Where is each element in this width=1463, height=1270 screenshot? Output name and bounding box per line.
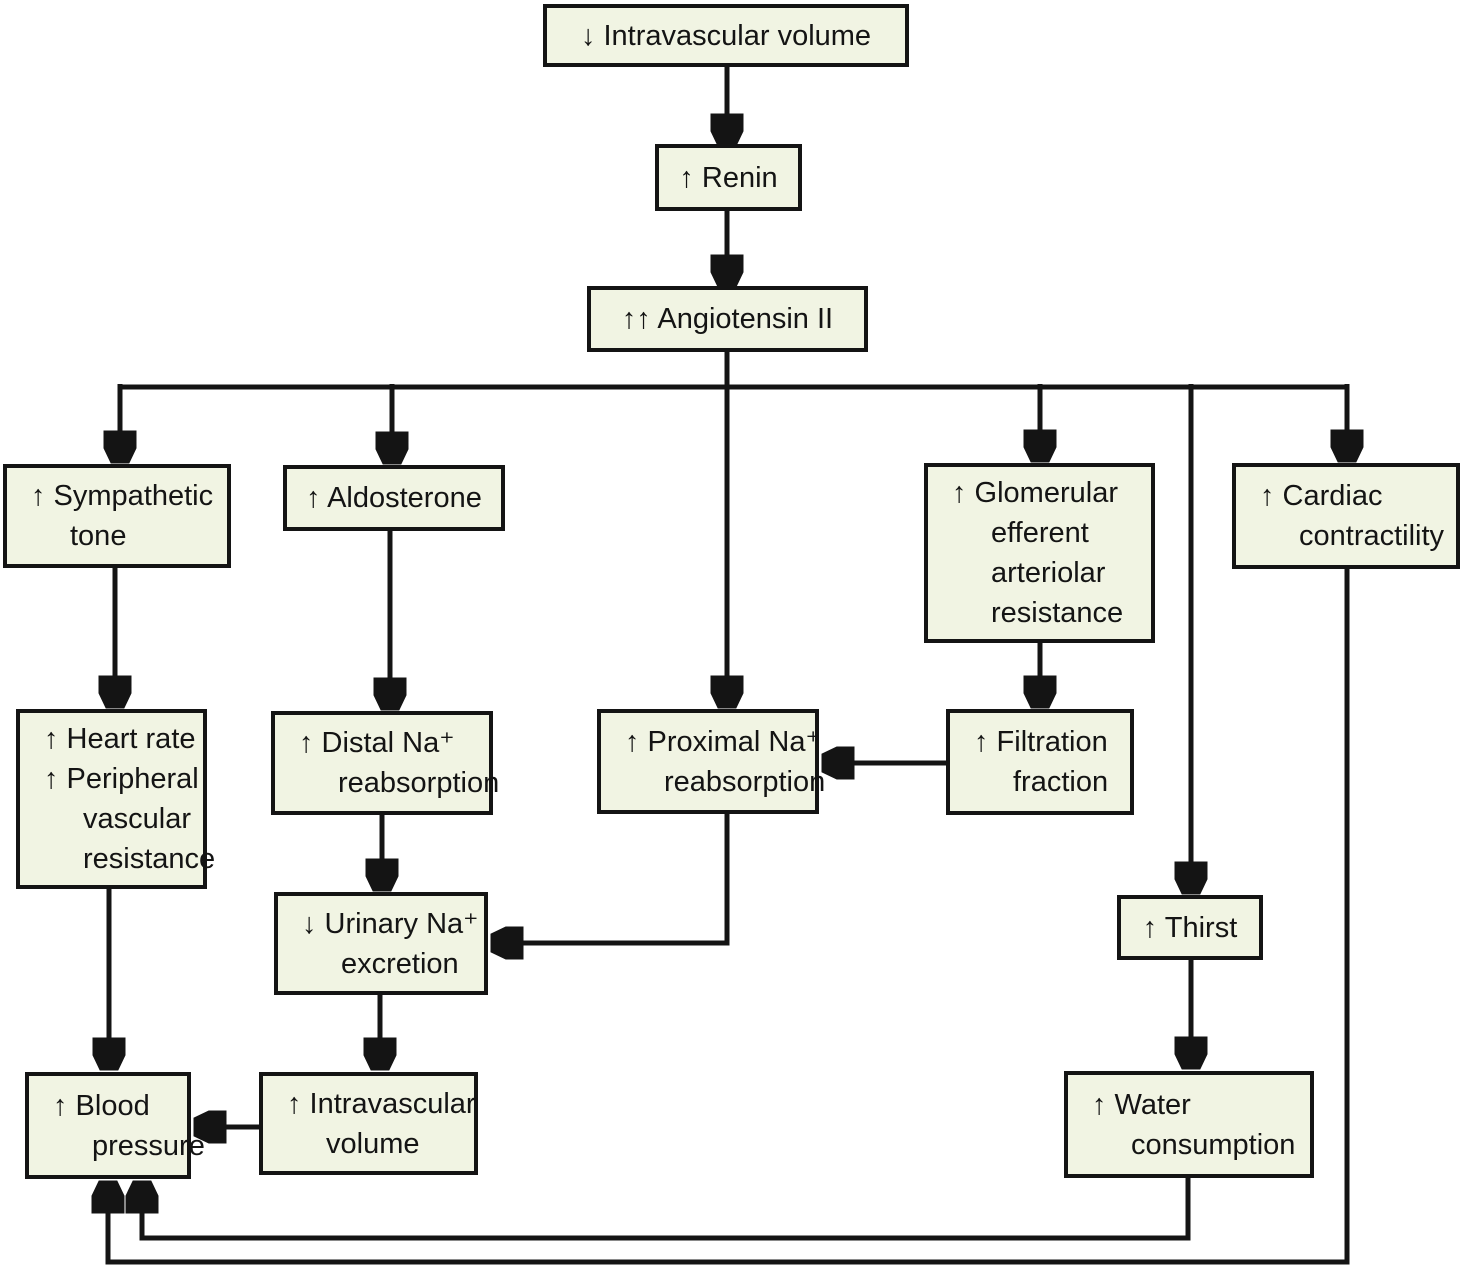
- box-label-line: consumption: [1131, 1128, 1296, 1161]
- box-increased-distal-na-reabsorption: ↑ Distal Na⁺ reabsorption: [271, 711, 500, 815]
- connector-water-to-bloodpressure-loop: [142, 1176, 1191, 1241]
- box-label-line: contractility: [1299, 520, 1445, 552]
- box-increased-aldosterone: ↑ Aldosterone: [283, 465, 505, 531]
- box-label-line: volume: [326, 1127, 420, 1160]
- box-label-line: tone: [70, 520, 127, 552]
- box-label-line: resistance: [83, 843, 216, 875]
- box-label-line: ↑ Water: [1092, 1088, 1191, 1121]
- box-decreased-intravascular-volume: ↓ Intravascular volume: [543, 4, 909, 67]
- box-label-line: ↑ Renin: [679, 161, 778, 194]
- box-label-line: ↓ Urinary Na⁺: [302, 907, 479, 940]
- box-increased-angiotensin-ii: ↑↑ Angiotensin II: [587, 286, 868, 352]
- box-label-line: ↓ Intravascular volume: [580, 19, 872, 52]
- box-label-line: ↑ Sympathetic: [31, 480, 214, 512]
- box-label-line: ↑ Thirst: [1142, 911, 1238, 944]
- box-label-line: excretion: [341, 947, 459, 980]
- box-decreased-urinary-na-excretion: ↓ Urinary Na⁺ excretion: [274, 892, 488, 995]
- box-label-line: reabsorption: [664, 765, 826, 798]
- box-label-line: vascular: [83, 803, 191, 835]
- box-label-line: pressure: [92, 1129, 205, 1162]
- box-label-line: ↑↑ Angiotensin II: [621, 303, 834, 335]
- connector-proximal-to-urinary: [492, 812, 730, 943]
- box-label-line: ↑ Peripheral: [44, 763, 199, 795]
- box-label-line: resistance: [991, 597, 1124, 629]
- box-label-line: ↑ Heart rate: [44, 723, 196, 755]
- box-increased-intravascular-volume: ↑ Intravascular volume: [259, 1072, 478, 1175]
- box-label-line: ↑ Filtration: [974, 726, 1108, 758]
- box-increased-heart-rate-peripheral-vascular-resistance: ↑ Heart rate ↑ Peripheral vascular resis…: [16, 709, 216, 889]
- connector-cardiac-to-bloodpressure-loop: [108, 567, 1350, 1265]
- box-label-line: ↑ Distal Na⁺: [299, 727, 455, 759]
- box-increased-water-consumption: ↑ Water consumption: [1064, 1071, 1314, 1178]
- box-label-line: ↑ Glomerular: [952, 477, 1118, 509]
- box-label-line: ↑ Intravascular: [287, 1087, 476, 1120]
- box-increased-glomerular-efferent-arteriolar-resistance: ↑ Glomerular efferent arteriolar resista…: [924, 463, 1155, 643]
- box-increased-blood-pressure: ↑ Blood pressure: [25, 1072, 205, 1179]
- box-label-line: reabsorption: [338, 767, 500, 799]
- box-label-line: fraction: [1013, 766, 1109, 798]
- box-label-line: ↑ Proximal Na⁺: [625, 725, 821, 758]
- box-increased-cardiac-contractility: ↑ Cardiac contractility: [1232, 463, 1460, 569]
- box-increased-renin: ↑ Renin: [655, 144, 802, 211]
- box-label-line: efferent: [991, 517, 1089, 549]
- box-increased-sympathetic-tone: ↑ Sympathetic tone: [3, 464, 231, 568]
- box-label-line: ↑ Aldosterone: [306, 482, 482, 514]
- box-increased-proximal-na-reabsorption: ↑ Proximal Na⁺ reabsorption: [597, 709, 826, 814]
- box-label-line: arteriolar: [991, 557, 1106, 589]
- box-increased-filtration-fraction: ↑ Filtration fraction: [946, 709, 1134, 815]
- box-label-line: ↑ Cardiac: [1260, 480, 1383, 512]
- box-increased-thirst: ↑ Thirst: [1117, 895, 1263, 960]
- box-label-line: ↑ Blood: [53, 1089, 150, 1122]
